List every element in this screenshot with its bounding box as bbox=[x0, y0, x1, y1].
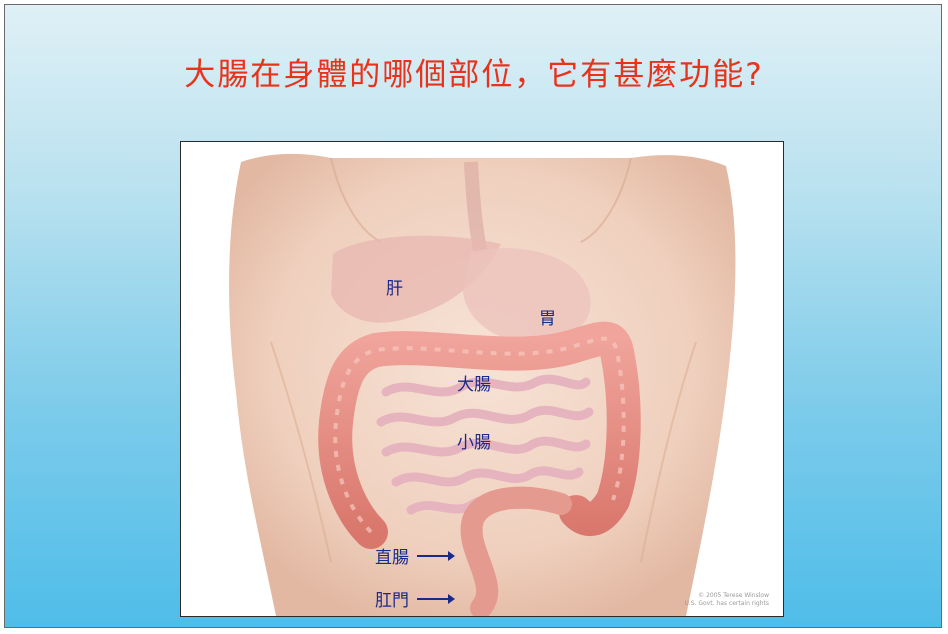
anus-arrow-icon bbox=[417, 598, 449, 600]
label-anus-text: 肛門 bbox=[375, 586, 409, 611]
rectum-arrow-icon bbox=[417, 555, 449, 557]
label-small-intestine: 小腸 bbox=[457, 428, 491, 453]
label-rectum: 直腸 bbox=[375, 543, 449, 568]
label-large-intestine: 大腸 bbox=[457, 370, 491, 395]
label-rectum-text: 直腸 bbox=[375, 543, 409, 568]
label-anus: 肛門 bbox=[375, 586, 449, 611]
credit-line-1: © 2005 Terese Winslow bbox=[684, 592, 769, 600]
anatomy-illustration: 肝 胃 大腸 小腸 直腸 肛門 © 2005 Terese Winslow U.… bbox=[180, 141, 784, 617]
credit-line-2: U.S. Govt. has certain rights bbox=[684, 600, 769, 608]
slide-title: 大腸在身體的哪個部位，它有甚麼功能? bbox=[5, 49, 942, 94]
label-liver: 肝 bbox=[386, 274, 403, 299]
slide: 大腸在身體的哪個部位，它有甚麼功能? bbox=[4, 4, 942, 628]
illustration-credit: © 2005 Terese Winslow U.S. Govt. has cer… bbox=[684, 592, 769, 608]
label-stomach: 胃 bbox=[539, 304, 556, 329]
